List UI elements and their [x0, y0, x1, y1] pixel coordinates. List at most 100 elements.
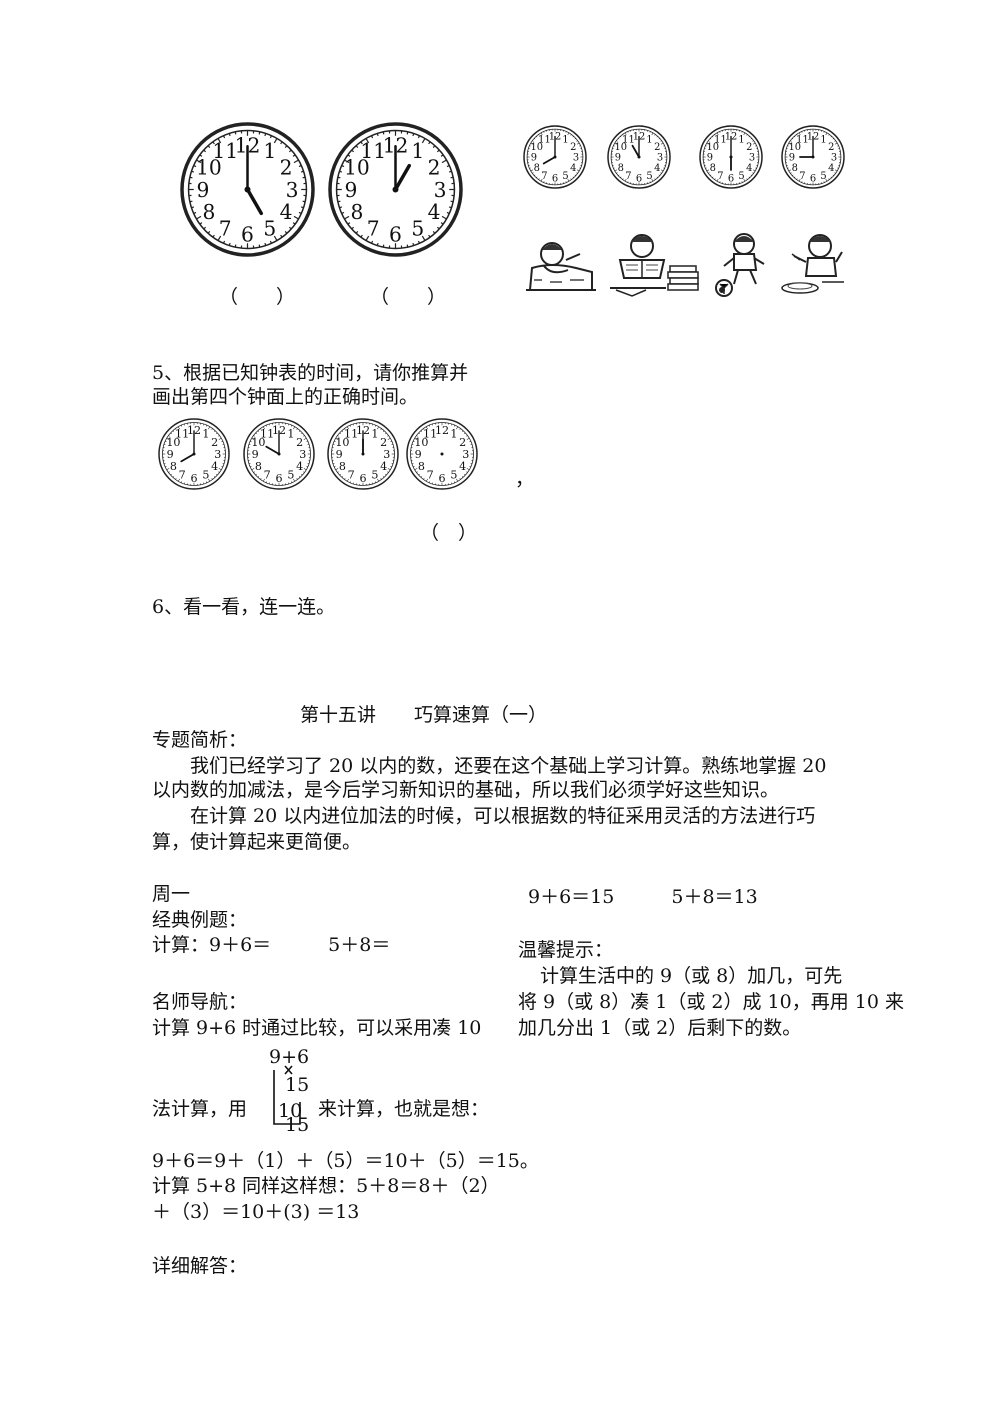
intro-para2-line2: 算，使计算起来更简便。 [152, 831, 362, 853]
clock-numeral: 9 [167, 448, 174, 461]
clock-numeral: 9 [531, 153, 537, 164]
clock-numeral: 7 [717, 171, 723, 182]
clock-numeral: 6 [389, 222, 402, 246]
clock-numeral: 8 [202, 200, 215, 224]
example-problem: 计算：9＋6＝ 5＋8＝ [152, 934, 391, 956]
clock-numeral: 4 [570, 163, 576, 174]
clock-numeral: 5 [738, 171, 744, 182]
example-answers: 9＋6＝15 5＋8＝13 [528, 886, 758, 908]
clock-numeral: 8 [792, 163, 798, 174]
clock-numeral: 9 [345, 178, 358, 202]
clock-numeral: 7 [348, 469, 355, 482]
clock-numeral: 1 [371, 427, 378, 440]
clock-numeral: 6 [241, 222, 254, 246]
lesson-title: 第十五讲 巧算速算（一） [300, 704, 548, 726]
clock-numeral: 11 [423, 427, 437, 440]
clock-numeral: 6 [636, 174, 642, 185]
clock-numeral: 8 [710, 163, 716, 174]
clock-numeral: 7 [264, 469, 271, 482]
hour-hand [631, 144, 640, 158]
clock-numeral: 6 [728, 174, 734, 185]
clock-numeral: 1 [287, 427, 294, 440]
clock-numeral: 11 [714, 134, 727, 145]
clock-numeral: 8 [418, 460, 425, 473]
clock-numeral: 4 [459, 460, 466, 473]
clock-numeral: 5 [562, 171, 568, 182]
clock-numeral: 10 [166, 436, 180, 449]
clock-numeral: 10 [251, 436, 265, 449]
clock-numeral: 1 [450, 427, 457, 440]
guide-line2-end: 来计算，也就是想： [318, 1098, 490, 1120]
clock-numeral: 6 [190, 472, 197, 485]
intro-label: 专题简析： [152, 729, 248, 751]
clock-numeral: 4 [380, 460, 387, 473]
clock-numeral: 7 [799, 171, 805, 182]
answer-blank-clock-2[interactable]: （ ） [370, 286, 447, 308]
clock-numeral: 11 [260, 427, 274, 440]
clock-numeral: 8 [255, 460, 262, 473]
clock-numeral: 4 [211, 460, 218, 473]
guide-line1: 计算 9+6 时通过比较，可以采用凑 10 [152, 1017, 482, 1039]
clock-numeral: 2 [296, 436, 303, 449]
clock-numeral: 5 [263, 216, 276, 240]
clock-numeral: 9 [415, 448, 422, 461]
activity-reading-picture [606, 232, 702, 302]
diagram-mid: 15 [285, 1074, 310, 1096]
tip-line3: 加几分出 1（或 2）后剩下的数。 [518, 1017, 802, 1039]
clock-numeral: 12 [435, 424, 449, 437]
hour-hand [180, 453, 195, 463]
clock-numeral: 11 [175, 427, 189, 440]
clock-numeral: 6 [359, 472, 366, 485]
clock-numeral: 3 [214, 448, 221, 461]
clock-numeral: 5 [202, 469, 209, 482]
clock-numeral: 9 [252, 448, 259, 461]
clock-numeral: 5 [371, 469, 378, 482]
q5-answer-blank[interactable]: （ ） [420, 522, 478, 544]
clock-numeral: 8 [170, 460, 177, 473]
clock-numeral: 10 [788, 142, 801, 153]
clock-numeral: 9 [707, 153, 713, 164]
answer-blank-clock-1[interactable]: （ ） [219, 286, 296, 308]
clock-numeral: 5 [450, 469, 457, 482]
clock-numeral: 10 [335, 436, 349, 449]
clock-numeral: 4 [296, 460, 303, 473]
clock-numeral: 1 [562, 134, 568, 145]
intro-para1-line1: 我们已经学习了 20 以内的数，还要在这个基础上学习计算。熟练地掌握 20 [190, 755, 827, 777]
clock-numeral: 3 [299, 448, 306, 461]
hour-hand [542, 156, 556, 165]
clock-numeral: 2 [280, 156, 293, 180]
clock-numeral: 4 [280, 200, 293, 224]
clock-numeral: 3 [383, 448, 390, 461]
clock-numeral: 5 [411, 216, 424, 240]
activity-waking-up-picture [522, 232, 600, 302]
q5-comma: ， [515, 468, 535, 490]
clock-numeral: 3 [831, 153, 837, 164]
intro-para2-line1: 在计算 20 以内进位加法的时候，可以根据数的特征采用灵活的方法进行巧 [190, 805, 816, 827]
guide-line3: 9＋6＝9＋（1）＋（5）＝10＋（5）＝15。 [152, 1150, 539, 1172]
clock-numeral: 3 [434, 178, 447, 202]
clock-numeral: 2 [570, 142, 576, 153]
clock-numeral: 8 [534, 163, 540, 174]
day-label: 周一 [152, 883, 191, 905]
clock-numeral: 10 [530, 142, 543, 153]
clock-numeral: 1 [738, 134, 744, 145]
clock-numeral: 11 [344, 427, 358, 440]
clock-numeral: 8 [618, 163, 624, 174]
clock-numeral: 11 [538, 134, 551, 145]
clock-numeral: 7 [541, 171, 547, 182]
activity-playing-football-picture [712, 232, 772, 302]
clock-numeral: 4 [828, 163, 834, 174]
diagram-box: 10 [278, 1100, 303, 1122]
clock-numeral: 7 [179, 469, 186, 482]
clock-numeral: 2 [211, 436, 218, 449]
clock-numeral: 5 [646, 171, 652, 182]
tip-line1: 计算生活中的 9（或 8）加几，可先 [540, 965, 843, 987]
